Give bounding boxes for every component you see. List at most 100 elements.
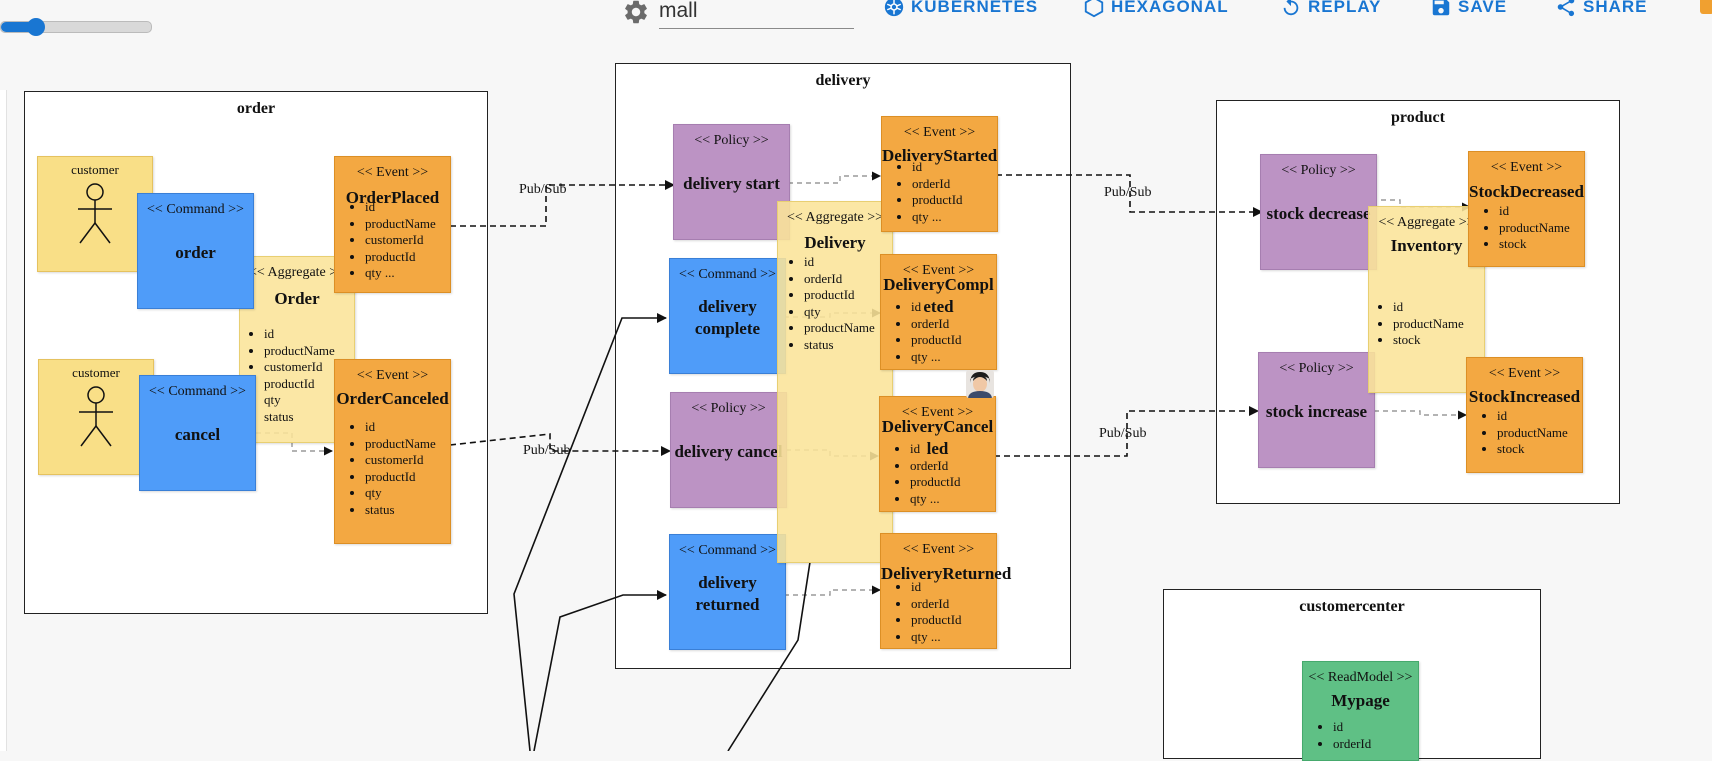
aggregate-name: Inventory (1390, 236, 1463, 255)
attribute-item: status (804, 337, 875, 354)
event-stereotype: << Event >> (902, 263, 975, 278)
attribute-list: id orderId productId qty ... (895, 299, 962, 365)
event-deliverycancelled[interactable]: << Event >> DeliveryCancelled id orderId… (879, 396, 996, 512)
replay-button[interactable]: REPLAY (1280, 0, 1381, 18)
code-preview-button[interactable] (1700, 0, 1712, 14)
project-name-input[interactable] (659, 0, 854, 29)
zoom-slider[interactable] (0, 21, 152, 33)
event-deliveryreturned[interactable]: << Event >> DeliveryReturned id orderId … (880, 533, 1011, 649)
user-avatar[interactable] (966, 370, 994, 398)
person-icon (78, 183, 112, 244)
policy-stock-decrease[interactable]: << Policy >> stock decrease (1260, 154, 1377, 270)
gear-icon[interactable] (622, 0, 650, 26)
attribute-item: productName (1499, 220, 1570, 237)
share-button[interactable]: SHARE (1555, 0, 1648, 18)
command-delivery-complete[interactable]: << Command >> delivery complete (669, 258, 786, 374)
attribute-list: id productName customerId productId qty … (248, 326, 335, 425)
policy-name: delivery start (683, 174, 780, 193)
event-stereotype: << Event >> (356, 368, 429, 383)
attribute-item: id (365, 419, 436, 436)
aggregate-inventory[interactable]: << Aggregate >> Inventory id productName… (1368, 206, 1485, 393)
event-orderplaced[interactable]: << Event >> OrderPlaced id productName c… (334, 156, 451, 293)
attribute-item: qty (365, 485, 436, 502)
event-stockincreased[interactable]: << Event >> StockIncreased id productNam… (1466, 357, 1583, 473)
bounded-context-title: customercenter (1299, 598, 1405, 615)
attribute-item: customerId (365, 232, 436, 249)
command-stereotype: << Command >> (679, 267, 776, 282)
command-stereotype: << Command >> (679, 543, 776, 558)
attribute-item: id (804, 254, 875, 271)
event-stereotype: << Event >> (901, 405, 974, 420)
aggregate-delivery[interactable]: << Aggregate >> Delivery id orderId prod… (777, 201, 893, 563)
attribute-item: id (264, 326, 335, 343)
policy-delivery-start[interactable]: << Policy >> delivery start (673, 124, 790, 240)
event-ordercanceled[interactable]: << Event >> OrderCanceled id productName… (334, 359, 451, 544)
attribute-item: id (1333, 719, 1371, 736)
hexagonal-label: HEXAGONAL (1111, 0, 1229, 16)
attribute-item: productName (365, 216, 436, 233)
attribute-item: qty ... (365, 265, 436, 282)
event-stereotype: << Event >> (1490, 160, 1563, 175)
command-order[interactable]: << Command >> order (137, 193, 254, 309)
attribute-item: id (911, 579, 962, 596)
readmodel-stereotype: << ReadModel >> (1308, 670, 1413, 685)
actor-customer-2[interactable]: customer (38, 359, 154, 475)
pubsub-label: Pub/Sub (1104, 185, 1152, 200)
bounded-context-title: order (236, 100, 276, 117)
command-stereotype: << Command >> (149, 384, 246, 399)
command-stereotype: << Command >> (147, 202, 244, 217)
attribute-list: id orderId productId qty productName sta… (788, 254, 875, 353)
attribute-item: id (1499, 203, 1570, 220)
attribute-item: stock (1497, 441, 1568, 458)
save-button[interactable]: SAVE (1430, 0, 1507, 18)
attribute-item: id (912, 159, 963, 176)
attribute-list: id productName stock (1483, 203, 1570, 253)
readmodel-mypage[interactable]: << ReadModel >> Mypage id orderId (1302, 661, 1419, 761)
event-stereotype: << Event >> (356, 165, 429, 180)
replay-label: REPLAY (1308, 0, 1382, 16)
attribute-item: status (365, 502, 436, 519)
policy-name: stock increase (1265, 402, 1368, 421)
event-name: OrderCanceled (336, 389, 449, 408)
bounded-context-title: delivery (815, 72, 871, 89)
attribute-item: productId (911, 612, 962, 629)
actor-customer-1[interactable]: customer (37, 156, 153, 272)
event-deliverystarted[interactable]: << Event >> DeliveryStarted id orderId p… (881, 116, 998, 232)
attribute-item: productId (911, 332, 962, 349)
policy-delivery-cancel[interactable]: << Policy >> delivery cancel (670, 392, 787, 508)
attribute-item: status (264, 409, 335, 426)
zoom-slider-thumb[interactable] (27, 18, 45, 36)
pubsub-label: Pub/Sub (523, 443, 571, 458)
attribute-item: orderId (911, 596, 962, 613)
policy-stereotype: << Policy >> (694, 133, 769, 148)
attribute-item: id (1497, 408, 1568, 425)
attribute-item: productId (804, 287, 875, 304)
event-name: DeliveryCompleted (883, 275, 994, 316)
command-cancel[interactable]: << Command >> cancel (139, 375, 256, 491)
attribute-list: id orderId productId qty ... (896, 159, 963, 225)
event-stereotype: << Event >> (903, 125, 976, 140)
attribute-list: id productName customerId productId qty … (349, 419, 436, 518)
attribute-item: orderId (804, 271, 875, 288)
attribute-item: qty ... (911, 349, 962, 366)
policy-stock-increase[interactable]: << Policy >> stock increase (1258, 352, 1375, 468)
hexagonal-button[interactable]: HEXAGONAL (1083, 0, 1229, 18)
command-name: delivery complete (694, 297, 761, 338)
share-icon (1557, 0, 1575, 17)
attribute-item: productName (365, 436, 436, 453)
event-name: OrderPlaced (345, 188, 440, 207)
actor-name: customer (71, 162, 119, 177)
attribute-item: stock (1393, 332, 1464, 349)
attribute-item: orderId (910, 458, 961, 475)
event-deliverycompleted[interactable]: << Event >> DeliveryCompleted id orderId… (880, 254, 997, 370)
command-delivery-returned[interactable]: << Command >> delivery returned (669, 534, 786, 650)
attribute-item: productName (1497, 425, 1568, 442)
aggregate-name: Order (274, 289, 320, 308)
kubernetes-button[interactable]: KUBERNETES (883, 0, 1038, 18)
aggregate-name: Delivery (804, 233, 866, 252)
command-name: cancel (174, 425, 221, 444)
aggregate-stereotype: << Aggregate >> (1378, 215, 1475, 230)
event-stockdecreased[interactable]: << Event >> StockDecreased id productNam… (1468, 151, 1585, 267)
attribute-list: id productName stock (1481, 408, 1568, 458)
attribute-item: productId (365, 469, 436, 486)
